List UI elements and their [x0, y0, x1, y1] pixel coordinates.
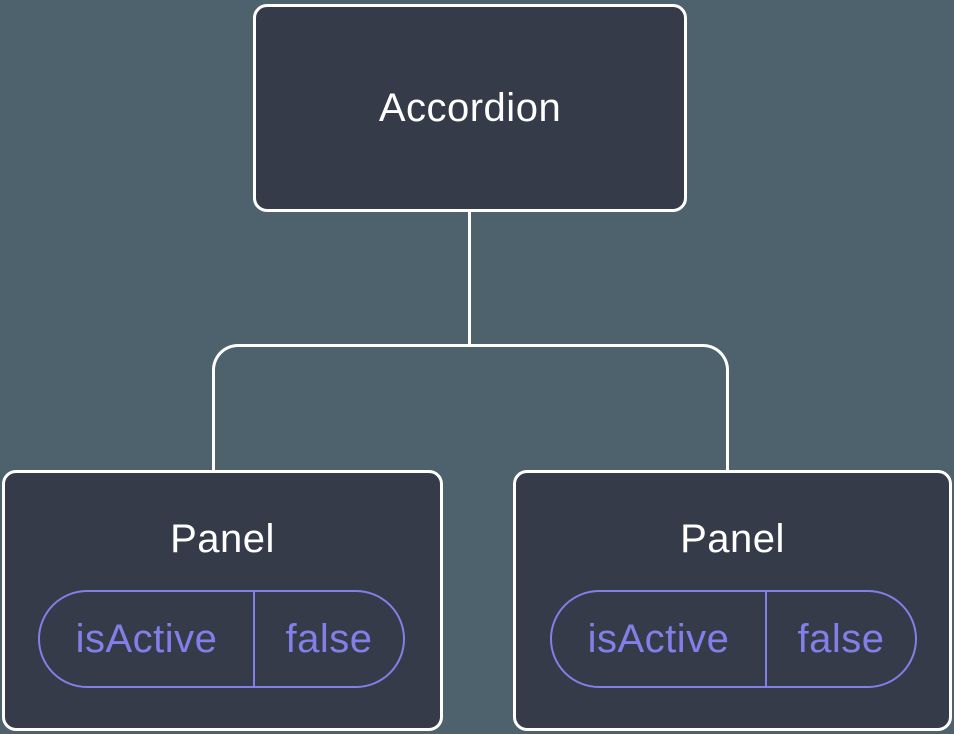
- tree-node-accordion: Accordion: [253, 4, 687, 212]
- state-key-label: isActive: [75, 616, 218, 661]
- state-pill: isActive false: [38, 590, 405, 688]
- connector-stem: [468, 210, 471, 346]
- state-value-label: false: [285, 616, 373, 661]
- tree-node-panel-left: Panel isActive false: [2, 470, 443, 731]
- state-pill: isActive false: [550, 590, 917, 688]
- state-pill-key-cell: isActive: [552, 592, 767, 686]
- panel-node-label: Panel: [680, 517, 785, 561]
- state-value-label: false: [797, 616, 885, 661]
- tree-node-panel-right: Panel isActive false: [513, 470, 952, 731]
- accordion-node-label: Accordion: [378, 85, 562, 130]
- panel-node-label: Panel: [170, 517, 275, 561]
- state-pill-value-cell: false: [767, 592, 915, 686]
- state-key-label: isActive: [587, 616, 730, 661]
- connector-bracket: [212, 344, 729, 472]
- state-pill-key-cell: isActive: [40, 592, 255, 686]
- state-pill-value-cell: false: [255, 592, 403, 686]
